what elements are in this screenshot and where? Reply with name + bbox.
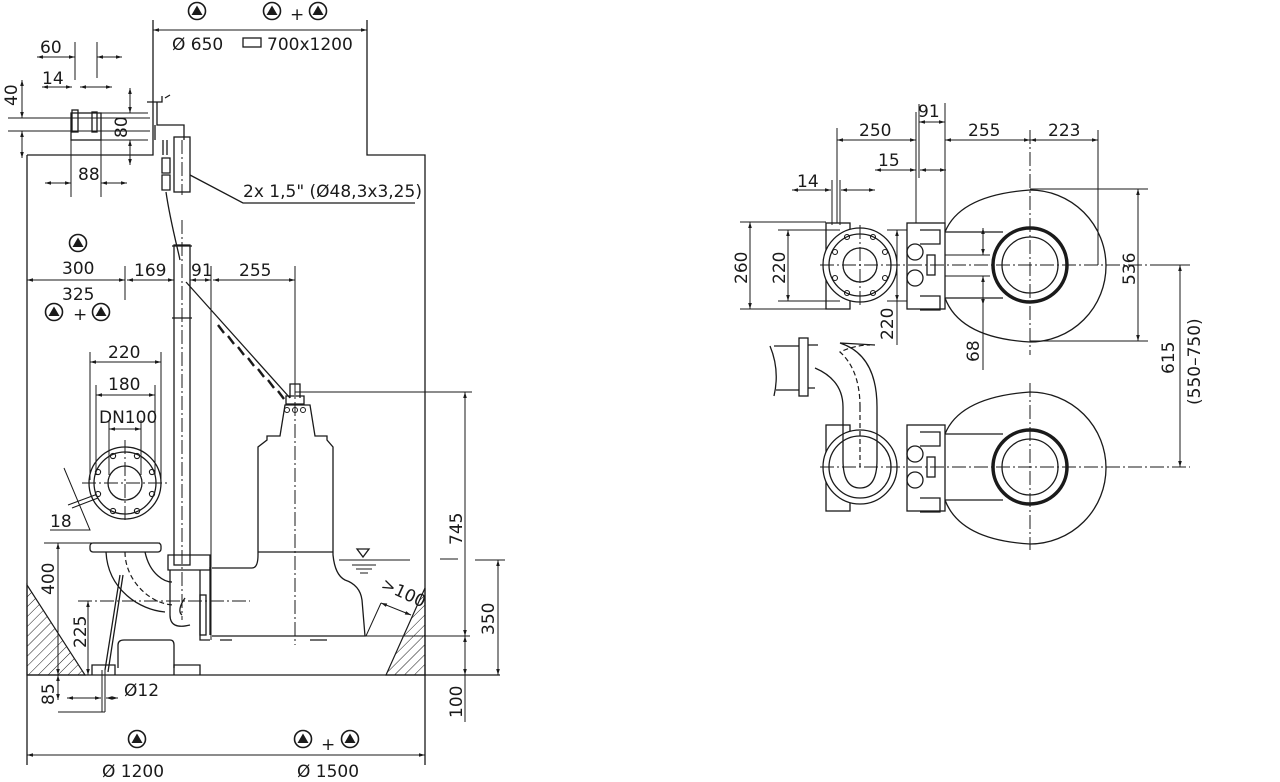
dim-615: 615: [1159, 342, 1179, 374]
dim-14: 14: [42, 69, 64, 89]
dim-100: 100: [447, 686, 467, 718]
pit-type-a-icon: [68, 233, 88, 253]
dim-255: 255: [968, 121, 1000, 141]
dim-rect-pit: 700x1200: [267, 35, 353, 55]
dim-223: 223: [1048, 121, 1080, 141]
dim-anchor-12: Ø12: [124, 681, 159, 701]
pit-type-a-icon: [127, 729, 147, 749]
dim-pit-1200: Ø 1200: [102, 762, 164, 782]
dim-pit-1500: Ø 1500: [297, 762, 359, 782]
dim-180: 180: [108, 375, 140, 395]
dim-400: 400: [39, 563, 59, 595]
dim-40: 40: [2, 84, 22, 106]
dim-clearance: >100: [378, 574, 429, 612]
dim-85: 85: [39, 683, 59, 705]
dim-round-pit: Ø 650: [172, 35, 223, 55]
dim-60: 60: [40, 38, 62, 58]
benching-left: [26, 582, 87, 676]
pit-type-b-icon: [91, 302, 111, 322]
pit-type-a-icon: [262, 1, 282, 21]
flange-front: [82, 440, 168, 522]
dim-dn100: DN100: [99, 408, 157, 428]
dim-615-range: (550–750): [1185, 318, 1205, 405]
dim-225: 225: [71, 616, 91, 648]
dim-220: 220: [108, 343, 140, 363]
dim-91: 91: [918, 102, 940, 122]
dim-169: 169: [134, 261, 166, 281]
guide-pipe-note: 2x 1,5" (Ø48,3x3,25): [243, 182, 422, 202]
pit-type-b-icon: [340, 729, 360, 749]
dim-745: 745: [447, 513, 467, 545]
plus-sign: +: [321, 735, 335, 755]
pit-type-a-icon: [293, 729, 313, 749]
pit-type-a-icon: [187, 1, 207, 21]
dim-325: 325: [62, 285, 94, 305]
dim-91: 91: [191, 261, 213, 281]
plus-sign: +: [73, 305, 87, 325]
pump-body: [209, 383, 366, 641]
pit-outline: [26, 20, 500, 765]
dim-68: 68: [964, 340, 984, 362]
discharge-elbow: [89, 542, 211, 675]
pit-type-b-icon: [308, 1, 328, 21]
dim-350: 350: [479, 603, 499, 635]
side-view: + Ø 650 700x1200 60 14 40 80 88 2x 1,5" …: [2, 1, 505, 782]
dim-255: 255: [239, 261, 271, 281]
dim-300: 300: [62, 259, 94, 279]
pump-top-1: [822, 189, 1107, 343]
plus-sign: +: [290, 5, 304, 25]
dim-14: 14: [797, 172, 819, 192]
pit-type-a-icon: [44, 302, 64, 322]
dim-250: 250: [859, 121, 891, 141]
dim-220-base: 220: [878, 308, 898, 340]
lifting-chain: [185, 281, 291, 399]
pump-top-2: [769, 337, 1107, 545]
benching-right: [385, 587, 426, 676]
top-view: 250 91 255 223 15 14 260 220 220 68 536 …: [732, 102, 1205, 550]
dim-260: 260: [732, 252, 752, 284]
dim-220-flange: 220: [770, 252, 790, 284]
dim-15: 15: [878, 151, 900, 171]
rectangle-icon: [242, 37, 262, 48]
dim-536: 536: [1120, 253, 1140, 285]
dim-88: 88: [78, 165, 100, 185]
dim-80: 80: [112, 116, 132, 138]
water-level-icon: [339, 548, 410, 574]
dim-18: 18: [50, 512, 72, 532]
